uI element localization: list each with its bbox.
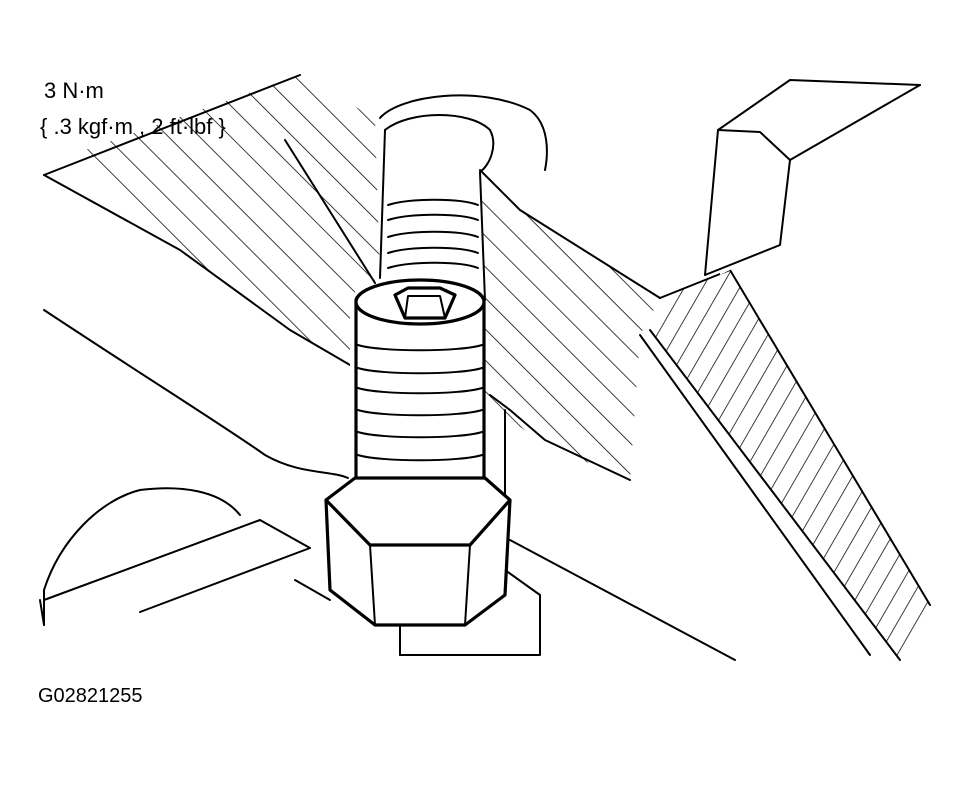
housing-section-right [639,269,931,661]
lower-left-body [39,309,541,656]
torque-value-label: 3 N·m [44,78,104,103]
upper-right-block [704,79,921,276]
callout-leader-line [284,139,376,284]
bleeder-plug [350,278,486,500]
figure-id-label: G02821255 [38,685,143,707]
hex-nut [324,476,512,627]
housing-section-center [479,169,661,480]
torque-alt-units-label: { .3 kgf·m , 2 ft·lbf } [40,114,226,139]
threaded-bore [379,94,548,301]
housing-section-left [43,74,380,366]
